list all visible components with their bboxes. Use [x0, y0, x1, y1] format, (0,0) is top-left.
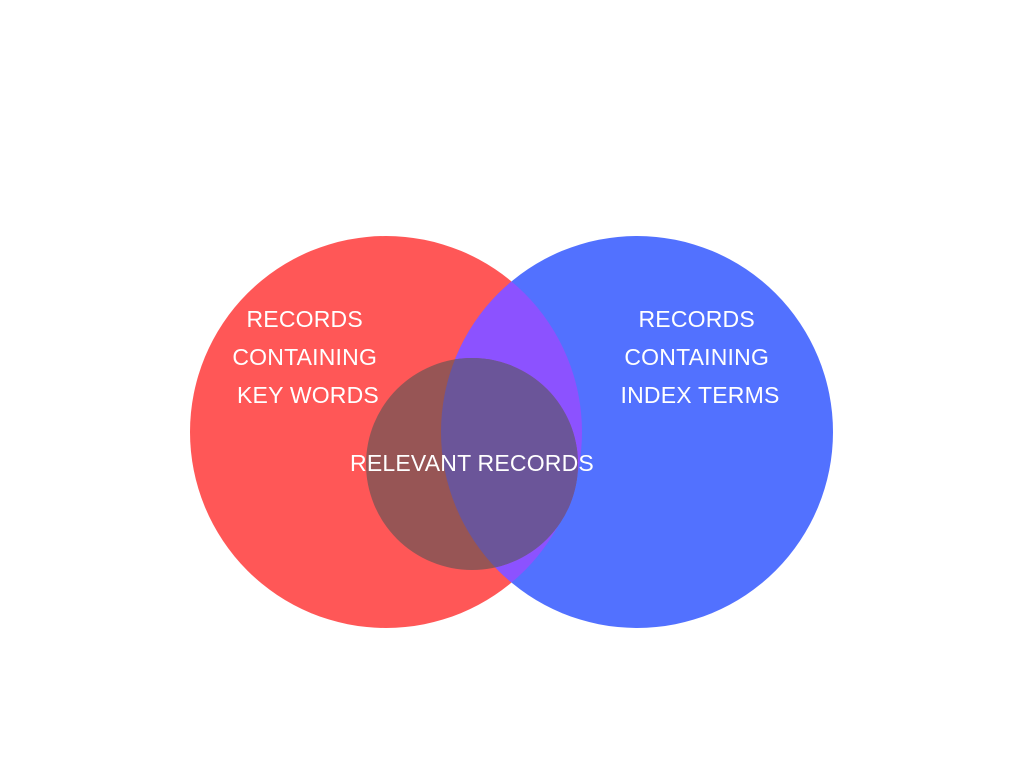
- right-set-label-line: INDEX TERMS: [621, 382, 780, 408]
- center-set-label: RELEVANT RECORDS: [350, 450, 594, 476]
- right-set-label: RECORDS CONTAINING INDEX TERMS: [621, 306, 780, 408]
- right-set-label-line: CONTAINING: [624, 344, 769, 370]
- left-set-label-line: KEY WORDS: [237, 382, 379, 408]
- right-set-label-line: RECORDS: [638, 306, 754, 332]
- center-right-overlap-region: [441, 358, 578, 570]
- left-set-label: RECORDS CONTAINING KEY WORDS: [232, 306, 383, 408]
- left-set-label-line: RECORDS: [246, 306, 362, 332]
- left-set-label-line: CONTAINING: [232, 344, 377, 370]
